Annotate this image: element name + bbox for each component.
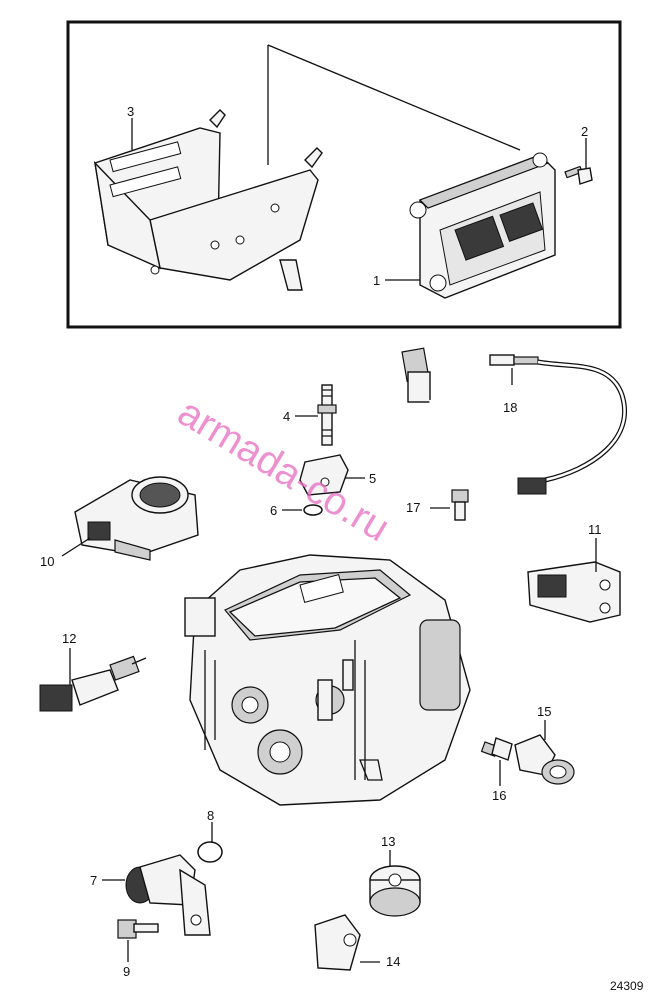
callout-17: 17 xyxy=(406,500,420,515)
pressure-sender xyxy=(514,734,575,785)
callout-12: 12 xyxy=(62,631,76,646)
map-sensor xyxy=(527,561,621,623)
ecu-group-frame xyxy=(66,20,622,329)
lambda-sensor-long xyxy=(489,354,627,495)
callout-16: 16 xyxy=(492,788,506,803)
knock-sensor xyxy=(369,865,421,917)
callout-6: 6 xyxy=(270,503,277,518)
pressure-sender-small xyxy=(480,737,513,761)
reference-number: 24309 xyxy=(610,979,644,993)
throttle-body xyxy=(74,476,199,561)
callout-9: 9 xyxy=(123,964,130,979)
callout-10: 10 xyxy=(40,554,54,569)
callout-15: 15 xyxy=(537,704,551,719)
mounting-bracket xyxy=(93,109,323,291)
camshaft-sensor xyxy=(117,841,223,939)
callout-4: 4 xyxy=(283,409,290,424)
callout-11: 11 xyxy=(588,522,602,537)
knock-sensor-connector xyxy=(314,914,361,971)
callout-18: 18 xyxy=(503,400,517,415)
callout-3: 3 xyxy=(127,104,134,119)
lambda-sensor-short xyxy=(401,347,469,521)
o-ring-small xyxy=(303,504,323,516)
leader-lines xyxy=(61,118,597,963)
callout-14: 14 xyxy=(386,954,400,969)
sensor-bracket xyxy=(299,454,349,496)
callout-1: 1 xyxy=(373,273,380,288)
callout-2: 2 xyxy=(581,124,588,139)
ecu-unit xyxy=(409,152,556,299)
ecu-bolt xyxy=(564,165,593,185)
callout-13: 13 xyxy=(381,834,395,849)
temperature-sensor xyxy=(39,655,147,712)
stud xyxy=(317,384,337,446)
engine-block xyxy=(184,554,471,806)
callout-8: 8 xyxy=(207,808,214,823)
callout-5: 5 xyxy=(369,471,376,486)
callout-7: 7 xyxy=(90,873,97,888)
